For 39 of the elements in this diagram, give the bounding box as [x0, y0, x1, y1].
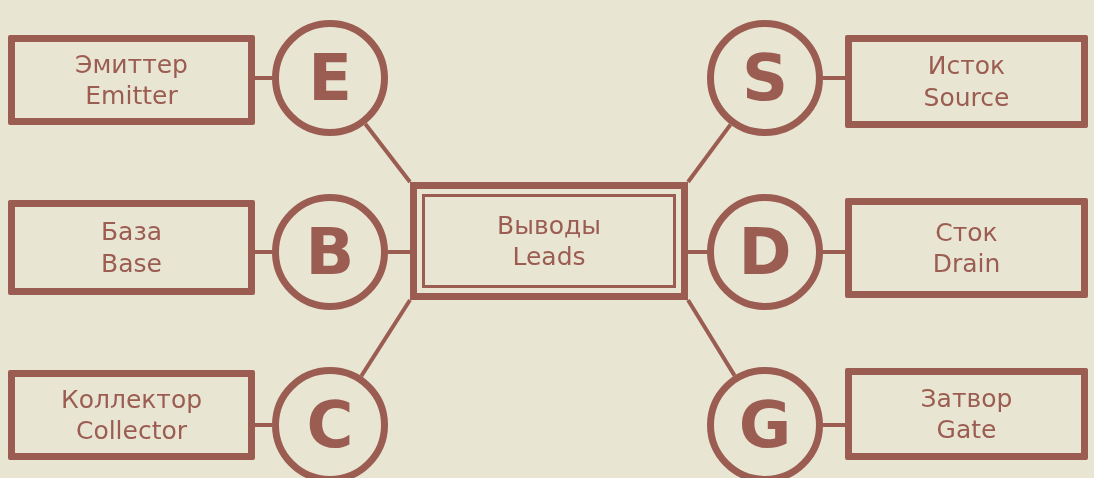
connector-line	[688, 250, 707, 254]
connector-line	[388, 250, 410, 254]
node-label: E	[308, 40, 352, 117]
connector-line	[823, 423, 845, 427]
label-box	[8, 370, 255, 460]
connector-line	[359, 298, 412, 378]
connector-line	[686, 123, 733, 184]
center-box	[410, 182, 688, 300]
label-box	[8, 200, 255, 295]
node-label: Drain	[932, 248, 1001, 280]
connector-line	[255, 423, 272, 427]
node-label: Сток	[935, 216, 998, 248]
node-label: Коллектор	[60, 383, 203, 415]
node-label: D	[738, 214, 792, 291]
node-label: Gate	[936, 414, 997, 446]
label-box	[845, 198, 1088, 298]
node-label: Затвор	[920, 382, 1013, 414]
node-label: Collector	[75, 415, 188, 447]
node-label: База	[100, 216, 163, 248]
node-label: Выводы	[497, 209, 601, 241]
connector-line	[363, 122, 412, 184]
node-label: Исток	[927, 50, 1006, 82]
node-label: S	[741, 40, 789, 117]
connector-line	[686, 298, 737, 377]
connector-line	[823, 76, 845, 80]
connector-line	[255, 250, 272, 254]
connector-line	[255, 76, 272, 80]
node-label: B	[305, 214, 355, 291]
node-label: Source	[923, 81, 1010, 113]
label-box	[845, 35, 1088, 128]
node-label: Leads	[512, 241, 586, 273]
label-box	[845, 368, 1088, 460]
node-label: G	[738, 387, 792, 464]
node-label: Emitter	[85, 80, 178, 112]
node-label: Эмиттер	[75, 48, 188, 80]
node-label: Base	[101, 247, 162, 279]
label-box	[8, 35, 255, 125]
connector-line	[823, 250, 845, 254]
node-label: C	[306, 387, 354, 464]
